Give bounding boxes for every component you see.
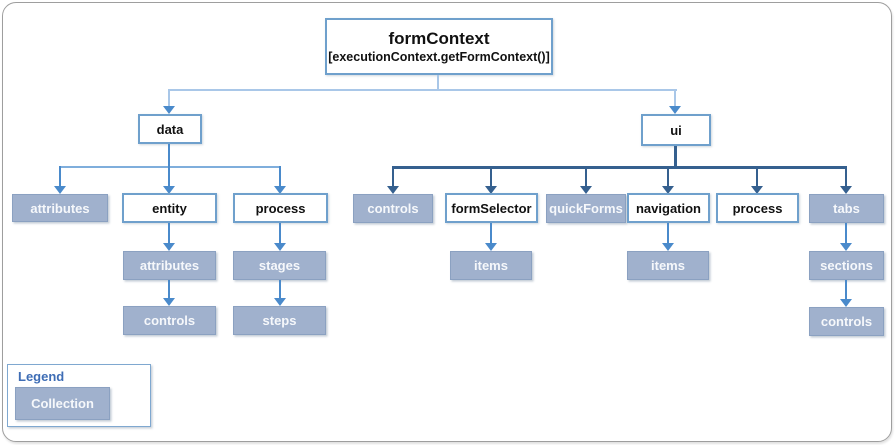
arrowhead-icon [662, 186, 674, 194]
node-entity-attributes: attributes [123, 251, 216, 280]
legend-item-collection: Collection [15, 387, 110, 420]
arrowhead-icon [163, 186, 175, 194]
connector-line [845, 166, 847, 186]
connector-line [585, 166, 587, 186]
connector-line [490, 166, 492, 186]
node-navigation: navigation [627, 193, 710, 223]
node-data-attributes: attributes [12, 194, 108, 222]
arrowhead-icon [840, 299, 852, 307]
arrowhead-icon [580, 186, 592, 194]
connector-line [756, 166, 758, 186]
arrowhead-icon [274, 186, 286, 194]
arrowhead-icon [485, 186, 497, 194]
node-navigation-items: items [627, 251, 709, 280]
arrowhead-icon [274, 298, 286, 306]
connector-line [845, 223, 847, 243]
node-formcontext: formContext [executionContext.getFormCon… [325, 18, 553, 75]
connector-line [279, 280, 281, 298]
connector-line [845, 280, 847, 299]
node-tabs-controls: controls [809, 307, 884, 336]
node-entity-controls: controls [123, 306, 216, 335]
node-data: data [138, 114, 202, 144]
connector-line [279, 223, 281, 243]
connector-line [490, 223, 492, 243]
node-formselector-items: items [450, 251, 532, 280]
formcontext-subtitle: [executionContext.getFormContext()] [328, 50, 550, 64]
connector-line [59, 166, 281, 168]
arrowhead-icon [163, 106, 175, 114]
connector-line [169, 89, 677, 91]
connector-line [168, 144, 170, 167]
node-tabs-sections: sections [809, 251, 884, 280]
formcontext-title: formContext [388, 28, 490, 48]
connector-line [279, 166, 281, 186]
node-quickforms: quickForms [546, 194, 626, 223]
arrowhead-icon [387, 186, 399, 194]
arrowhead-icon [485, 243, 497, 251]
arrowhead-icon [163, 298, 175, 306]
arrowhead-icon [163, 243, 175, 251]
arrowhead-icon [751, 186, 763, 194]
node-process-stages: stages [233, 251, 326, 280]
node-process-steps: steps [233, 306, 326, 335]
arrowhead-icon [840, 186, 852, 194]
connector-line [168, 280, 170, 298]
connector-line [59, 166, 61, 186]
node-data-process: process [233, 193, 328, 223]
node-ui-controls: controls [353, 194, 433, 223]
arrowhead-icon [840, 243, 852, 251]
node-formselector: formSelector [445, 193, 538, 223]
arrowhead-icon [669, 106, 681, 114]
connector-line [667, 166, 669, 186]
connector-line [392, 166, 847, 169]
arrowhead-icon [54, 186, 66, 194]
connector-line [674, 146, 677, 167]
connector-line [392, 166, 394, 186]
connector-line [667, 223, 669, 243]
connector-line [168, 89, 170, 106]
connector-line [168, 223, 170, 243]
node-ui-process: process [716, 193, 799, 223]
legend-title: Legend [18, 369, 65, 384]
arrowhead-icon [662, 243, 674, 251]
connector-line [437, 75, 439, 90]
connector-line [168, 166, 170, 186]
node-entity: entity [122, 193, 217, 223]
node-ui: ui [641, 114, 711, 146]
node-tabs: tabs [809, 194, 884, 223]
connector-line [674, 89, 676, 106]
arrowhead-icon [274, 243, 286, 251]
